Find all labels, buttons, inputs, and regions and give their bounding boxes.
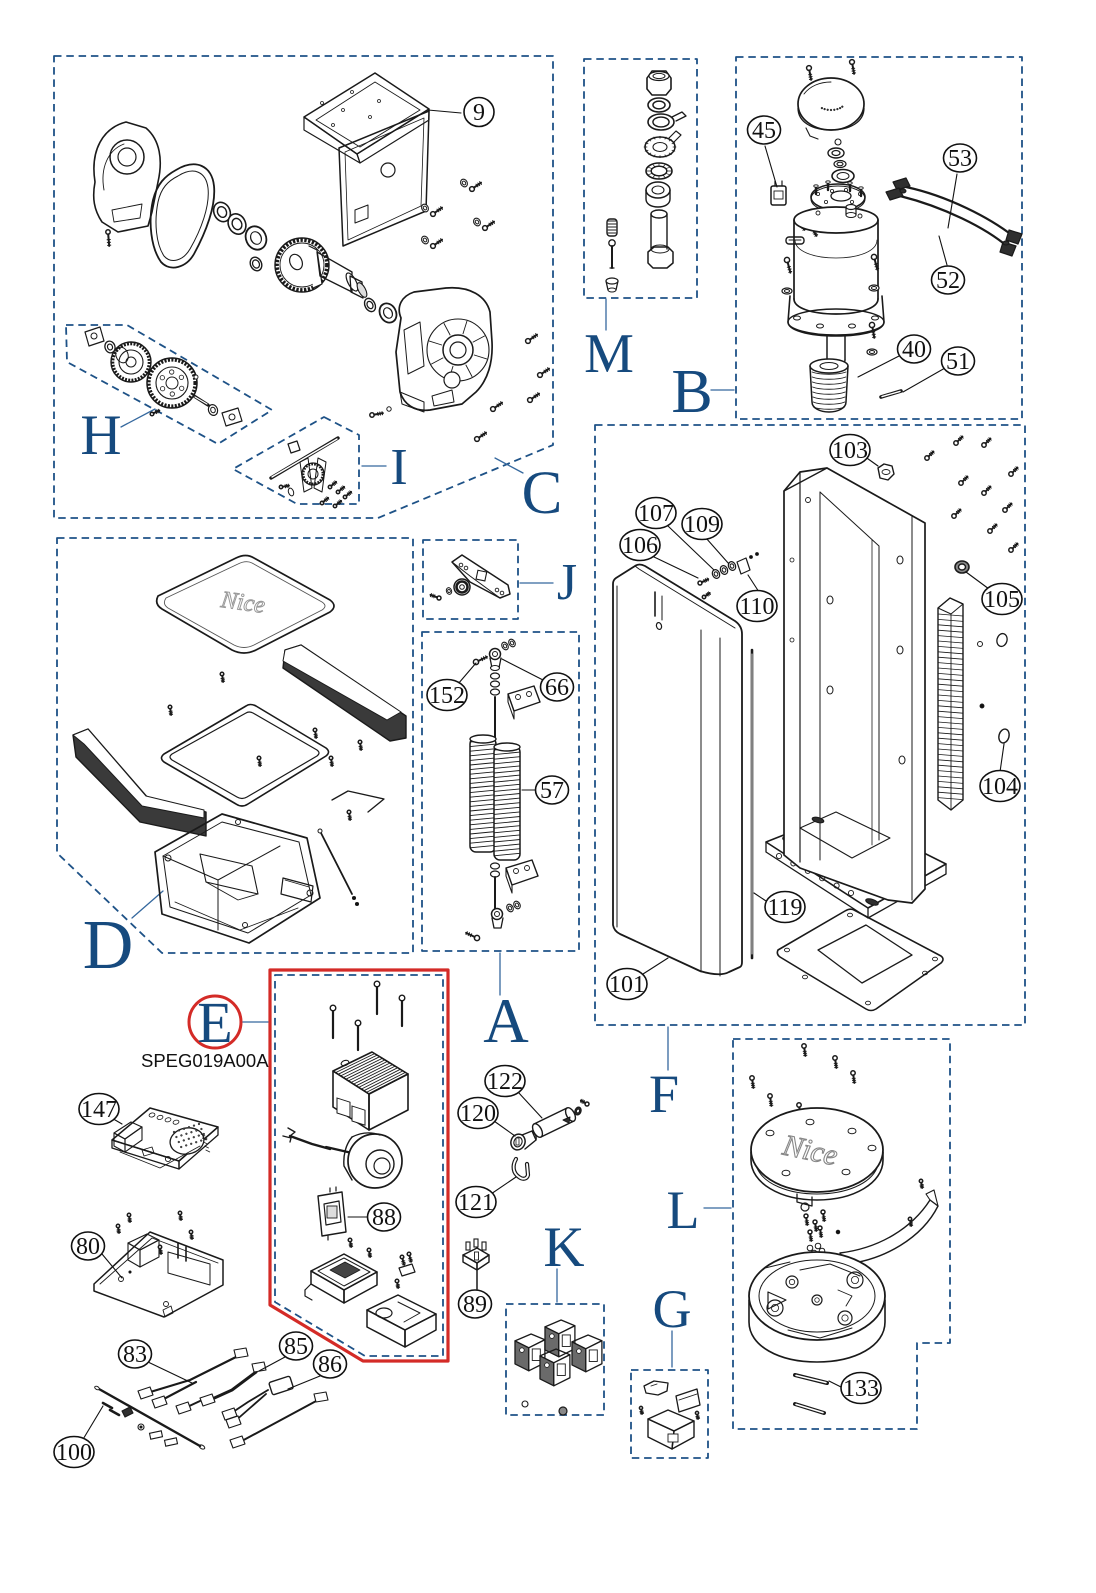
svg-text:85: 85 xyxy=(284,1334,308,1360)
svg-text:51: 51 xyxy=(946,349,970,375)
svg-text:9: 9 xyxy=(473,100,485,126)
svg-text:110: 110 xyxy=(739,594,774,620)
svg-text:89: 89 xyxy=(463,1292,487,1318)
svg-text:105: 105 xyxy=(984,587,1020,613)
svg-text:K: K xyxy=(543,1216,584,1279)
svg-text:SPEG019A00A: SPEG019A00A xyxy=(141,1050,269,1071)
svg-text:104: 104 xyxy=(982,774,1018,800)
svg-text:A: A xyxy=(483,986,529,1056)
svg-text:L: L xyxy=(667,1180,700,1240)
svg-text:121: 121 xyxy=(458,1190,494,1216)
svg-text:66: 66 xyxy=(545,675,569,701)
svg-text:122: 122 xyxy=(487,1069,523,1095)
svg-text:C: C xyxy=(522,460,563,527)
svg-text:H: H xyxy=(80,404,121,467)
svg-text:E: E xyxy=(197,990,232,1055)
svg-text:147: 147 xyxy=(81,1097,117,1123)
svg-text:M: M xyxy=(584,323,634,385)
svg-text:133: 133 xyxy=(843,1376,879,1402)
svg-text:D: D xyxy=(83,907,134,984)
svg-text:120: 120 xyxy=(460,1101,496,1127)
svg-text:B: B xyxy=(671,358,712,426)
svg-text:80: 80 xyxy=(76,1234,100,1260)
svg-text:52: 52 xyxy=(936,268,960,294)
svg-text:152: 152 xyxy=(429,683,465,709)
svg-text:40: 40 xyxy=(902,337,926,363)
svg-text:119: 119 xyxy=(767,895,802,921)
svg-text:57: 57 xyxy=(540,778,564,804)
svg-text:101: 101 xyxy=(609,972,645,998)
svg-text:F: F xyxy=(649,1064,679,1124)
svg-text:G: G xyxy=(653,1279,692,1339)
svg-text:100: 100 xyxy=(56,1440,92,1466)
svg-text:103: 103 xyxy=(832,438,868,464)
svg-text:86: 86 xyxy=(318,1352,342,1378)
svg-text:109: 109 xyxy=(684,512,720,538)
svg-text:J: J xyxy=(557,554,577,611)
svg-text:53: 53 xyxy=(948,146,972,172)
svg-text:I: I xyxy=(390,439,407,496)
svg-text:106: 106 xyxy=(622,533,658,559)
svg-text:83: 83 xyxy=(123,1342,147,1368)
svg-text:45: 45 xyxy=(752,118,776,144)
svg-text:107: 107 xyxy=(638,501,674,527)
svg-text:88: 88 xyxy=(372,1205,396,1231)
